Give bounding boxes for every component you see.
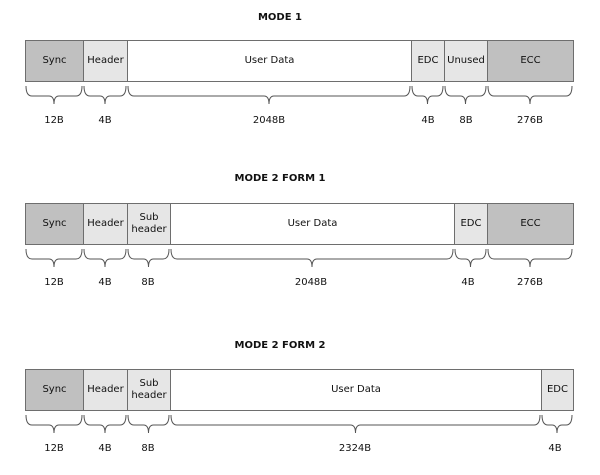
- segment-header: Header: [83, 40, 128, 82]
- size-label: 4B: [461, 277, 475, 288]
- size-label: 2324B: [338, 443, 372, 454]
- segment-ecc: ECC: [487, 40, 574, 82]
- segment-header: Header: [83, 369, 128, 411]
- size-brace: [170, 248, 454, 268]
- segment-user-data: User Data: [170, 203, 455, 245]
- size-brace: [170, 414, 541, 434]
- segment-user-data: User Data: [127, 40, 412, 82]
- size-brace: [25, 85, 83, 105]
- size-label: 4B: [421, 115, 435, 126]
- segment-sync: Sync: [25, 40, 84, 82]
- size-brace: [25, 248, 83, 268]
- segment-user-data: User Data: [170, 369, 542, 411]
- size-brace: [444, 85, 487, 105]
- brace-row: [25, 85, 573, 105]
- size-brace: [127, 85, 411, 105]
- size-label: 4B: [548, 443, 562, 454]
- diagram-title: MODE 1: [257, 12, 303, 23]
- segment-sync: Sync: [25, 369, 84, 411]
- brace-row: [25, 248, 573, 268]
- size-brace: [83, 248, 127, 268]
- size-brace: [83, 414, 127, 434]
- segment-sub-header: Sub header: [127, 369, 171, 411]
- size-label: 8B: [459, 115, 473, 126]
- segment-edc: EDC: [411, 40, 445, 82]
- size-brace: [541, 414, 573, 434]
- size-brace: [127, 248, 170, 268]
- size-brace: [25, 414, 83, 434]
- size-label: 4B: [98, 115, 112, 126]
- diagram-title: MODE 2 FORM 1: [234, 173, 326, 184]
- segment-edc: EDC: [454, 203, 488, 245]
- segment-edc: EDC: [541, 369, 574, 411]
- segment-sync: Sync: [25, 203, 84, 245]
- size-label: 276B: [517, 277, 543, 288]
- size-label: 2048B: [252, 115, 286, 126]
- size-label: 12B: [44, 115, 64, 126]
- segment-unused: Unused: [444, 40, 488, 82]
- size-brace: [487, 248, 573, 268]
- size-label: 12B: [44, 443, 64, 454]
- size-brace: [83, 85, 127, 105]
- segment-header: Header: [83, 203, 128, 245]
- segment-sub-header: Sub header: [127, 203, 171, 245]
- size-label: 4B: [98, 277, 112, 288]
- size-brace: [127, 414, 170, 434]
- sector-bar: Sync Header User Data EDC Unused ECC: [25, 40, 574, 82]
- size-label: 8B: [141, 443, 155, 454]
- size-brace: [454, 248, 487, 268]
- brace-row: [25, 414, 573, 434]
- segment-ecc: ECC: [487, 203, 574, 245]
- size-label: 2048B: [294, 277, 328, 288]
- diagram-title: MODE 2 FORM 2: [234, 340, 326, 351]
- sector-bar: Sync Header Sub header User Data EDC: [25, 369, 574, 411]
- size-label: 12B: [44, 277, 64, 288]
- size-brace: [487, 85, 573, 105]
- size-brace: [411, 85, 444, 105]
- size-label: 276B: [517, 115, 543, 126]
- size-label: 8B: [141, 277, 155, 288]
- size-label: 4B: [98, 443, 112, 454]
- sector-bar: Sync Header Sub header User Data EDC ECC: [25, 203, 574, 245]
